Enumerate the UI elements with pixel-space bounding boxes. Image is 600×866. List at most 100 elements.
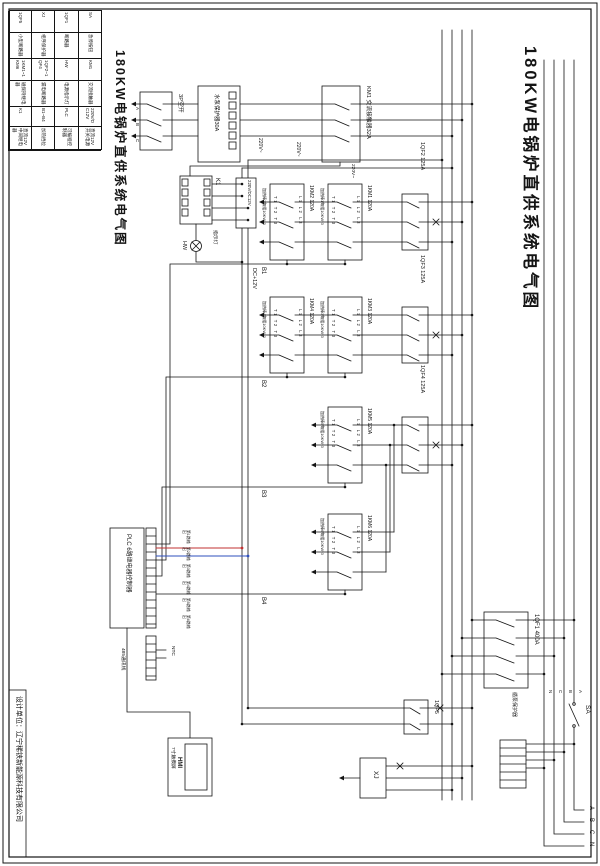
legend-cell: 漏电断路器 [31,81,55,107]
qf2-label: 1QF2 125A [419,142,425,171]
g2a-l-terminals: L1 L2 L3 [356,309,361,339]
plc-output3-label: 第3路输出 [181,564,190,578]
level-b2-label: B2 [260,380,266,388]
legend-cell: 直流12V中间继电器 [8,127,32,151]
pole-b-label: B [135,123,140,127]
heater5-label: 加热棒5每组10KW*3 [320,411,325,448]
xj-label: XJ [372,771,379,779]
legend-cell: 1KM1~1KM6 [8,59,32,81]
comm-label: 485通讯线 [120,648,125,671]
phase-c-label: C [588,830,594,835]
bus-a-label: A [578,690,583,694]
plc-output6-label: 第6路输出 [181,615,190,629]
heater-group-4 [155,513,395,595]
g1a-l-terminals: L1 L2 L3 [356,196,361,226]
hmi-sub-label: 7寸触摸屏 [170,747,175,769]
plc-hmi [109,527,213,797]
legend-cell: 交流接触器 [77,81,101,107]
ntc-label: NTC [170,646,175,656]
legend-cell: 可编程控制器 [54,127,78,151]
pump-protector1-label: 水泵保护器30A [213,94,219,132]
g1b-t-terminals: T1 T2 T3 [273,196,278,226]
level-b1-label: B1 [260,267,266,275]
legend-cell: K1 [8,107,32,127]
main-breaker-1qf1 [441,611,575,689]
dc12-label: DC+12V [251,268,257,289]
g2a-t-terminals: T1 T2 T3 [331,309,336,339]
heater-group-1 [155,183,473,545]
legend-cell: 电源指示灯 [54,81,78,107]
page-title: 180KW电锅炉直供系统电气图 [521,46,539,312]
heater2-label: 加热棒2每组10KW*3 [262,188,267,225]
phase-b-label: B [588,818,594,823]
qf4-label: 1QF4 125A [419,365,425,394]
design-unit: 设计单位：辽宁稀铗新能源科技有限公司 [15,696,22,822]
km-1km1-label: 1KM1 120A [366,185,372,212]
g1a-t-terminals: T1 T2 T3 [331,196,336,226]
legend-cell: 直流12V开关电源 [77,127,101,151]
legend-cell: HW [54,59,78,81]
phase-n-label: N [588,842,594,847]
legend-cell: 220V/DC12V [77,107,101,127]
plc-output4-label: 第4路输出 [181,581,190,595]
phase-a-label: A [588,806,594,811]
legend-cell: 1QF2~1QF4 [31,59,55,81]
legend-cell: 加热挡位 [31,127,55,151]
km-1km4-label: 1KM4 120A [308,298,314,325]
g3-l-terminals: L1 L2 L3 [356,419,361,449]
bus-c-label: C [558,690,563,694]
plc-output5-label: 第5路输出 [181,598,190,612]
junction-dots [240,102,576,792]
legend-cell: XJ [31,11,55,33]
heater-group-2 [155,296,473,561]
legend-cell: 磁保持继电器 [8,81,32,107]
sa-label: SA [584,705,591,714]
hmi-title-label: HMI [176,757,182,768]
plc-label: PLC 6路继电器控制器 [125,534,131,593]
pump-protector2-symbol [499,739,575,789]
heater3-label: 加热棒3每组10KW*3 [320,301,325,338]
plc-output1-label: 第1路输出 [181,530,190,544]
g2b-l-terminals: L1 L2 L3 [298,309,303,339]
g3-t-terminals: T1 T2 T3 [331,419,336,449]
legend-cell: 断路器 [54,33,78,59]
qf3-label: 1QF3 125A [419,255,425,284]
psu-label: 220V/DC12V [247,180,252,206]
control-wiring [179,159,453,725]
g4-l-terminals: L1 L2 L3 [356,526,361,556]
legend-cell: B1~B4 [31,107,55,127]
pole-a-label: A [135,107,140,111]
legend-cell: SA [77,11,101,33]
g2b-t-terminals: T1 T2 T3 [273,309,278,339]
legend-cell: 1QF1 [54,11,78,33]
legend-cell: 相序保护器 [31,33,55,59]
km1-label: KM1 交流接触器32A [365,86,371,139]
bus-b-label: B [568,690,573,694]
qf5-label: 1QF5 [433,700,439,714]
km-1km3-label: 1KM3 120A [366,298,372,325]
legend-table: SA 急停按钮 KM1 交流接触器 220V/DC12V 直流12V开关电源 1… [8,10,102,151]
arrows [131,101,344,781]
pole-c-label: C [135,139,140,143]
cross-marks [396,218,444,770]
sa-switch-icon [568,703,580,727]
legend-cell: KM1 [77,59,101,81]
g1b-l-terminals: L1 L2 L3 [298,196,303,226]
pump-feeder [135,85,473,163]
qf1-label: 1QF1 400A [533,614,539,645]
hw-label: HW [181,241,187,251]
level-b4-label: B4 [260,597,266,605]
heater4-label: 加热棒4每组10KW*3 [262,301,267,338]
distribution-bus [441,29,473,801]
v220-label-3: 220V~ [350,164,355,179]
control-breaker-1qf5 [241,699,473,735]
bus-n-label: N [548,690,553,694]
km-1km2-label: 1KM2 120A [308,185,314,212]
v220-label-2: 220V~ [257,138,263,153]
legend-cell: PLC [54,107,78,127]
legend-cell: 小型断路器 [8,33,32,59]
